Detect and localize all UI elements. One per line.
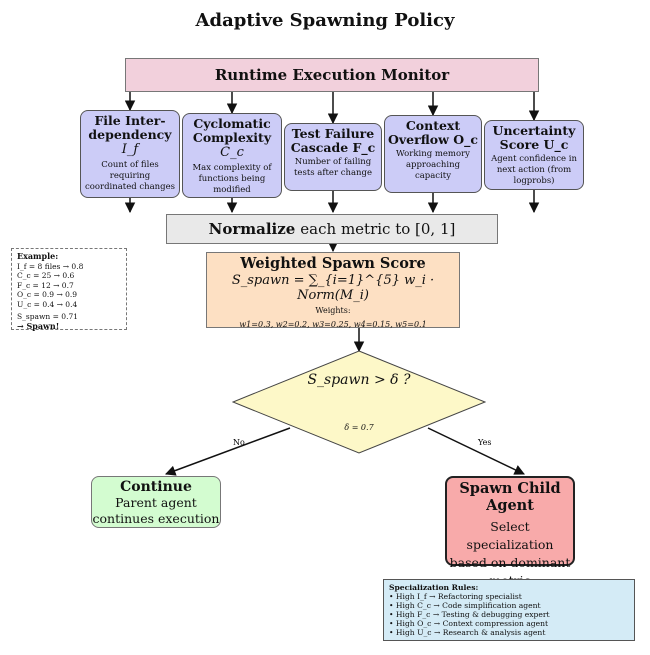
metric-desc: Agent confidence in next action (from lo… (491, 154, 577, 186)
specialization-rules-box: Specialization Rules: • High I_f → Refac… (383, 579, 635, 641)
rules-title: Specialization Rules: (389, 583, 479, 592)
spawn-child-box: Spawn Child Agent Select specialization … (445, 476, 575, 588)
metric-symbol: C_c (220, 145, 244, 160)
decision-question: S_spawn > δ ? (307, 372, 411, 388)
example-box: Example: I_f = 8 files → 0.8 C_c = 25 → … (11, 248, 127, 330)
example-line: I_f = 8 files → 0.8 (17, 261, 84, 271)
edge-label-yes: Yes (477, 438, 491, 447)
monitor-label: Runtime Execution Monitor (214, 66, 450, 84)
metric-symbol: I_f (121, 142, 139, 157)
continue-desc: Parent agent continues execution (92, 495, 220, 526)
arrow-yes (427, 427, 525, 475)
rule-item: • High F_c → Testing & debugging expert (389, 610, 550, 619)
metric-desc: Count of files requiring coordinated cha… (85, 160, 175, 192)
weights-label: Weights: (315, 306, 351, 315)
arrow-no (165, 427, 291, 476)
spawn-title: Spawn Child Agent (459, 480, 561, 514)
metric-name: Uncertainty Score U_c (492, 123, 576, 152)
example-line: F_c = 12 → 0.7 (17, 280, 74, 290)
rule-item: • High C_c → Code simplification agent (389, 601, 541, 610)
metric-cyclomatic-complexity: Cyclomatic Complexity C_c Max complexity… (182, 113, 282, 198)
metric-file-interdependency: File Inter-dependency I_f Count of files… (80, 110, 180, 198)
metric-name: Context Overflow O_c (388, 118, 478, 147)
continue-box: Continue Parent agent continues executio… (91, 476, 221, 528)
edge-label-no: No (233, 438, 245, 447)
continue-title: Continue (120, 479, 192, 495)
example-verdict: → Spawn! (17, 320, 60, 331)
metric-desc: Number of failing tests after change (294, 157, 372, 178)
metric-context-overflow: Context Overflow O_c Working memory appr… (384, 115, 482, 193)
weights-values: w1=0.3, w2=0.2, w3=0.25, w4=0.15, w5=0.1 (239, 320, 427, 329)
rule-item: • High U_c → Research & analysis agent (389, 628, 546, 637)
example-line: C_c = 25 → 0.6 (17, 271, 75, 280)
metric-desc: Max complexity of functions being modifi… (192, 163, 272, 195)
score-formula: S_spawn = ∑_{i=1}^{5} w_i · Norm(M_i) (231, 273, 435, 303)
rule-item: • High I_f → Refactoring specialist (389, 592, 522, 601)
decision-threshold: δ = 0.7 (344, 423, 374, 432)
page-title: Adaptive Spawning Policy (195, 10, 455, 31)
rule-item: • High O_c → Context compression agent (389, 619, 549, 628)
metric-name: Cyclomatic Complexity (192, 116, 272, 145)
score-title: Weighted Spawn Score (240, 255, 426, 272)
normalize-bold: Normalize (208, 220, 296, 238)
example-title: Example: (17, 251, 59, 261)
metric-desc: Working memory approaching capacity (396, 149, 470, 181)
runtime-monitor-box: Runtime Execution Monitor (125, 58, 539, 92)
normalize-rest: each metric to [0, 1] (300, 220, 456, 238)
example-line: O_c = 0.9 → 0.9 (17, 290, 78, 299)
decision-diamond: S_spawn > δ ? δ = 0.7 (232, 350, 486, 454)
weighted-score-box: Weighted Spawn Score S_spawn = ∑_{i=1}^{… (206, 252, 460, 329)
example-result: S_spawn = 0.71 (17, 312, 79, 321)
metric-test-failure-cascade: Test Failure Cascade F_c Number of faili… (284, 123, 382, 191)
metric-name: File Inter-dependency (88, 113, 172, 142)
normalize-box: Normalize each metric to [0, 1] (166, 214, 498, 244)
metric-name: Test Failure Cascade F_c (290, 126, 376, 155)
example-line: U_c = 0.4 → 0.4 (17, 299, 78, 309)
diamond-shape (232, 350, 486, 454)
metric-uncertainty-score: Uncertainty Score U_c Agent confidence i… (484, 120, 584, 190)
